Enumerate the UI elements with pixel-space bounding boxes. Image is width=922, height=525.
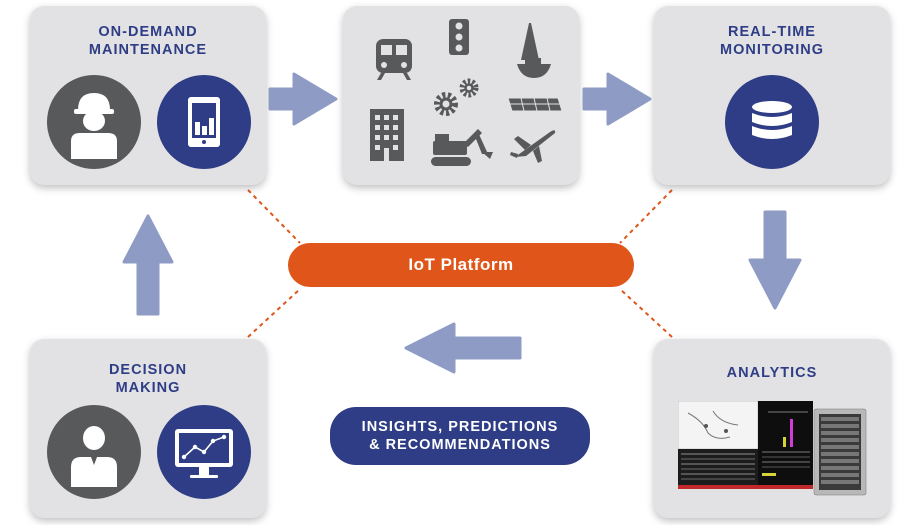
analytics-box: ANALYTICS xyxy=(654,339,890,518)
train-icon xyxy=(376,39,412,80)
person-icon xyxy=(47,405,141,499)
traffic-light-icon xyxy=(449,19,469,55)
tablet-chart-icon xyxy=(157,75,251,169)
analytics-screens-image xyxy=(678,401,867,496)
decision-box: DECISION MAKING xyxy=(30,339,266,518)
insights-line-1: INSIGHTS, PREDICTIONS xyxy=(361,419,559,435)
arrow-right-2 xyxy=(582,72,652,126)
monitoring-title: REAL-TIME MONITORING xyxy=(720,24,824,58)
excavator-icon xyxy=(431,129,493,166)
gears-icon xyxy=(434,78,479,116)
analytics-title: ANALYTICS xyxy=(726,365,818,381)
arrow-down xyxy=(748,210,802,310)
decision-title: DECISION MAKING xyxy=(108,362,188,396)
monitor-chart-icon xyxy=(157,405,251,499)
solar-panel-icon xyxy=(507,97,563,112)
iot-platform-pill: IoT Platform xyxy=(288,243,634,287)
airplane-icon xyxy=(510,130,556,163)
arrow-left xyxy=(404,322,522,374)
database-icon xyxy=(725,75,819,169)
arrow-up xyxy=(122,214,174,316)
arrow-right-1 xyxy=(268,72,338,126)
oil-rig-icon xyxy=(517,23,551,78)
building-icon xyxy=(370,109,404,161)
iot-platform-label: IoT Platform xyxy=(408,255,514,274)
maintenance-box: ON-DEMAND MAINTENANCE xyxy=(30,6,266,185)
maintenance-title: ON-DEMAND MAINTENANCE xyxy=(88,24,208,58)
assets-box xyxy=(343,6,579,185)
worker-hardhat-icon xyxy=(47,75,141,169)
insights-pill: INSIGHTS, PREDICTIONS & RECOMMENDATIONS xyxy=(330,407,590,465)
insights-line-2: & RECOMMENDATIONS xyxy=(369,437,551,453)
monitoring-box: REAL-TIME MONITORING xyxy=(654,6,890,185)
